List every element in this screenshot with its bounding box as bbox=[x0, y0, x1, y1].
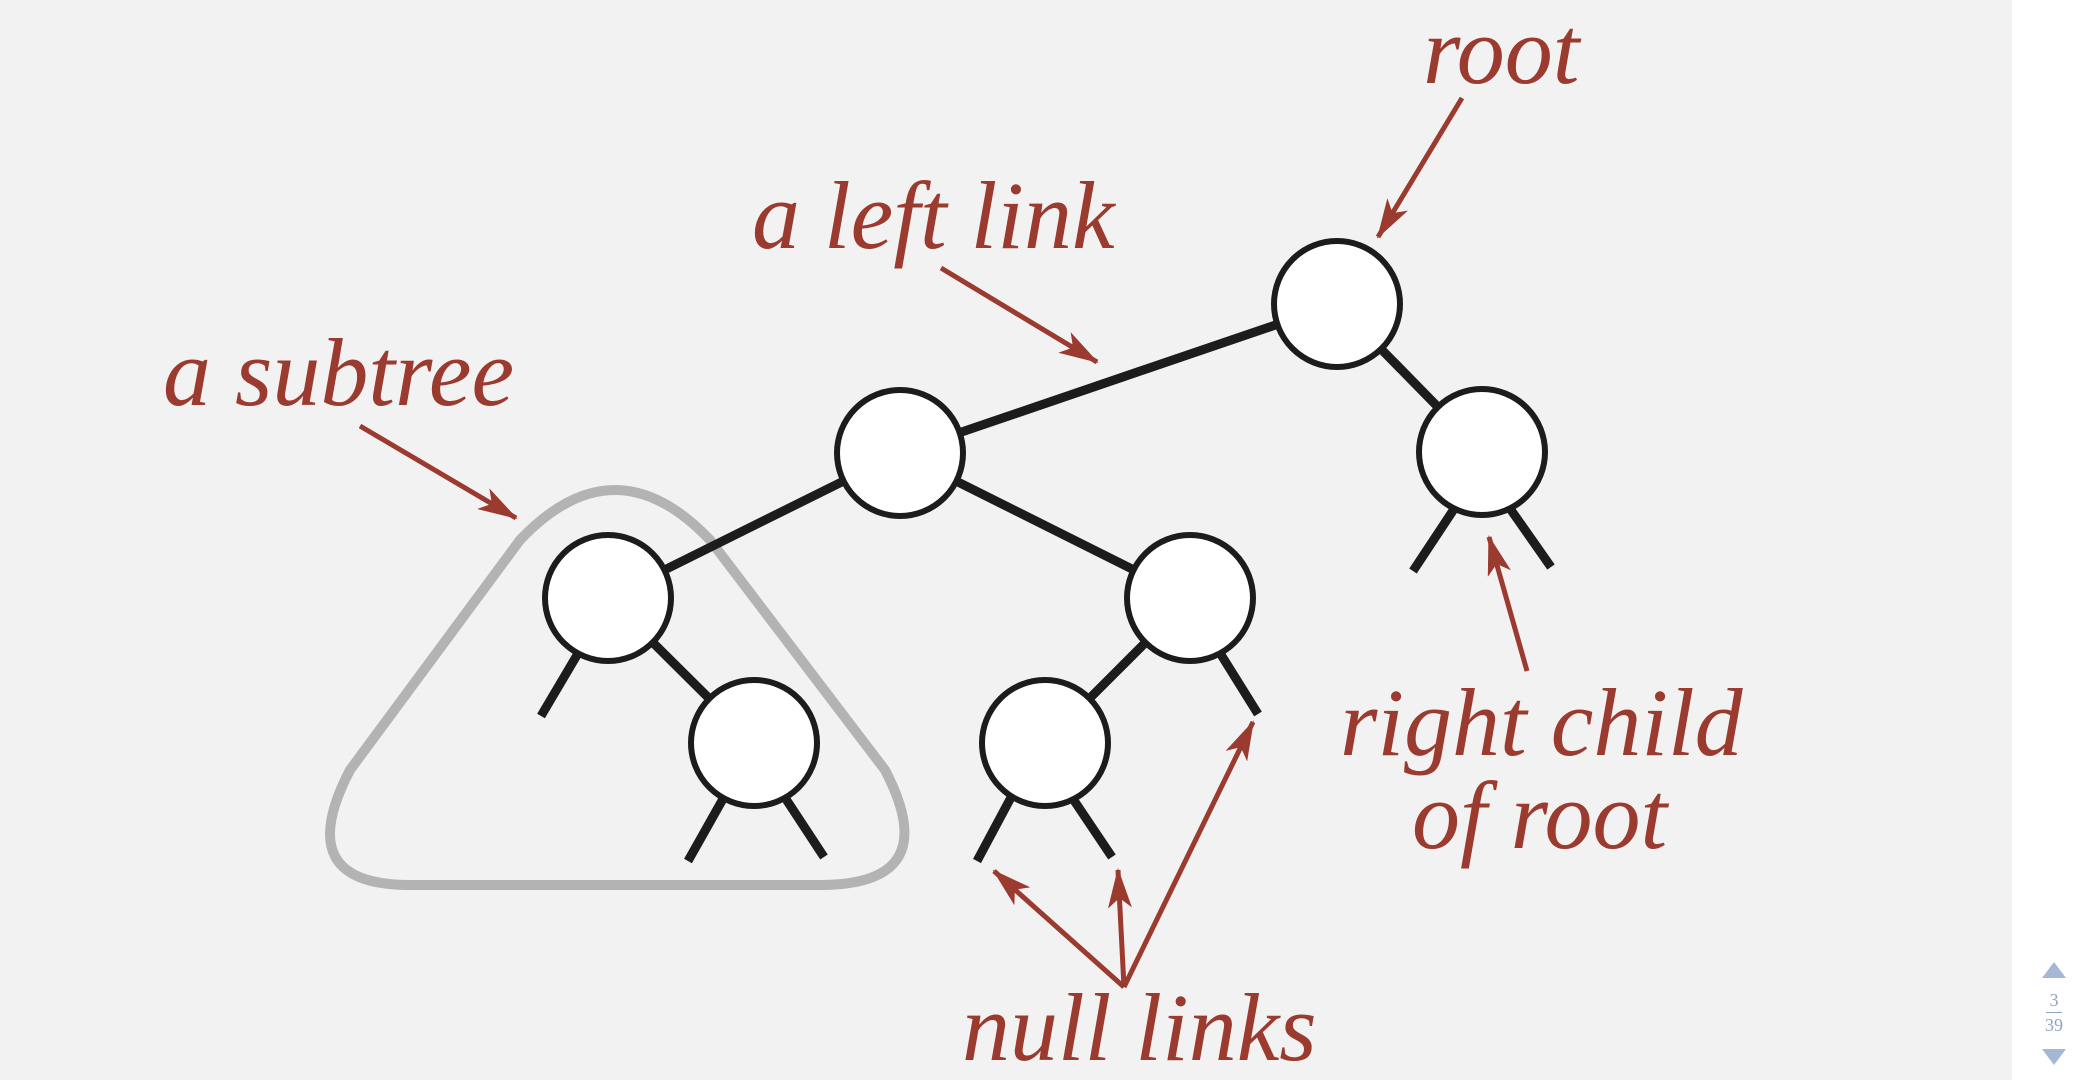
left-link-root bbox=[898, 299, 1339, 458]
arrow-left-link bbox=[939, 265, 1099, 365]
slide-pager: 3 39 bbox=[2030, 962, 2078, 1080]
arrow-null-link-3 bbox=[1121, 720, 1256, 989]
prev-slide-icon[interactable] bbox=[2042, 962, 2066, 978]
label-left-link: a left link bbox=[752, 162, 1117, 269]
tree-node bbox=[834, 387, 966, 519]
current-slide-number: 3 bbox=[2049, 990, 2059, 1010]
label-subtree: a subtree bbox=[163, 319, 514, 426]
arrow-null-link-1 bbox=[992, 869, 1126, 989]
tree-node-root bbox=[1271, 238, 1403, 370]
arrow-right-child bbox=[1486, 535, 1530, 672]
arrow-null-link-2 bbox=[1107, 868, 1132, 988]
next-slide-icon[interactable] bbox=[2042, 1049, 2066, 1065]
null-link bbox=[973, 787, 1019, 864]
null-link bbox=[776, 787, 828, 860]
arrow-subtree bbox=[358, 423, 518, 521]
total-slides: 39 bbox=[2045, 1015, 2063, 1035]
slide: root a left link a subtree right child o… bbox=[0, 0, 2012, 1080]
label-right-child-line2: of root bbox=[1412, 762, 1669, 869]
bst-diagram: root a left link a subtree right child o… bbox=[163, 0, 1744, 1080]
tree-node-right-child-of-root bbox=[1416, 386, 1548, 518]
null-link bbox=[1500, 497, 1555, 570]
label-null-links: null links bbox=[962, 974, 1317, 1080]
tree-node bbox=[979, 677, 1111, 809]
tree-nodes bbox=[542, 238, 1548, 809]
subtree-outline bbox=[325, 485, 910, 890]
null-link bbox=[1409, 497, 1464, 574]
pager-divider bbox=[2046, 1012, 2062, 1013]
label-right-child-line1: right child bbox=[1340, 669, 1744, 776]
null-link bbox=[684, 787, 732, 864]
tree-node bbox=[542, 532, 674, 664]
arrow-root bbox=[1375, 96, 1465, 239]
annotation-arrows bbox=[358, 96, 1530, 989]
label-root: root bbox=[1423, 0, 1582, 104]
tree-node bbox=[688, 677, 820, 809]
tree-node bbox=[1124, 532, 1256, 664]
null-link bbox=[1211, 642, 1262, 717]
null-link bbox=[537, 642, 587, 719]
